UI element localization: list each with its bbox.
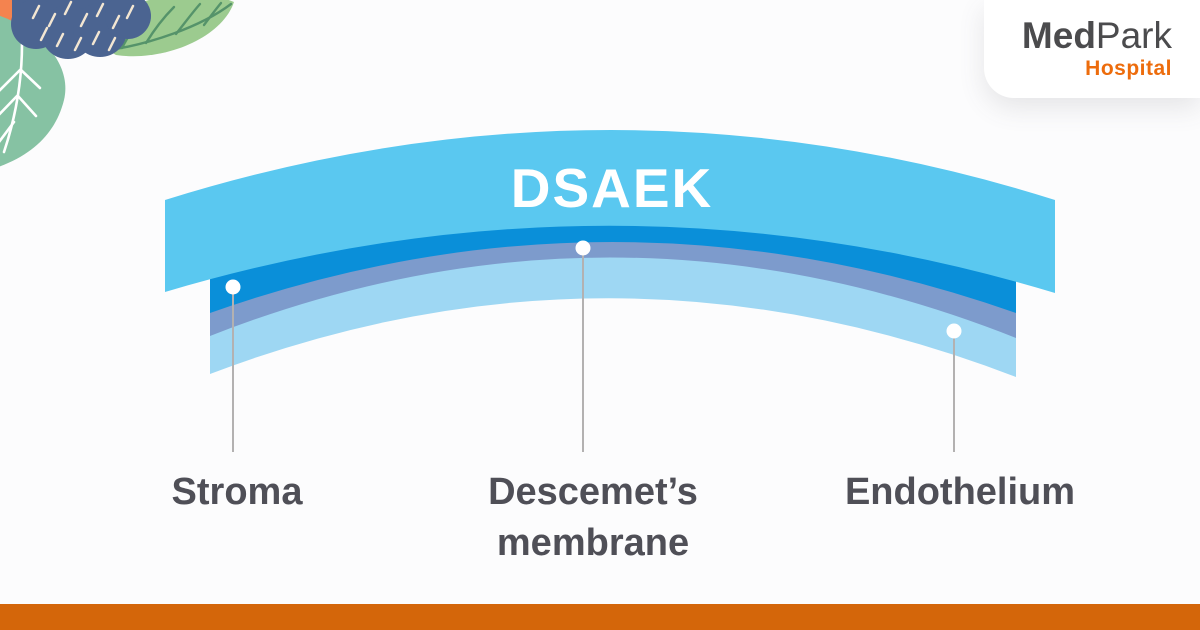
- brand-logo: MedPark: [1022, 17, 1172, 54]
- descemets-membrane-label: Descemet’s membrane: [488, 471, 698, 565]
- brand-logo-card: MedPark Hospital: [984, 0, 1200, 98]
- endothelium-label: Endothelium: [844, 471, 1076, 513]
- brand-name-regular: Park: [1095, 15, 1172, 56]
- descemets-marker-dot: [575, 240, 591, 256]
- brand-subtitle: Hospital: [1085, 57, 1172, 80]
- dsaek-graft-band: [165, 130, 1055, 293]
- stroma-label: Stroma: [171, 471, 303, 513]
- brand-name-bold: Med: [1021, 15, 1096, 56]
- stroma-marker-dot: [225, 279, 241, 295]
- endothelium-marker-dot: [946, 323, 962, 339]
- diagram-title: DSAEK: [510, 157, 714, 219]
- footer-accent-bar: [0, 604, 1200, 630]
